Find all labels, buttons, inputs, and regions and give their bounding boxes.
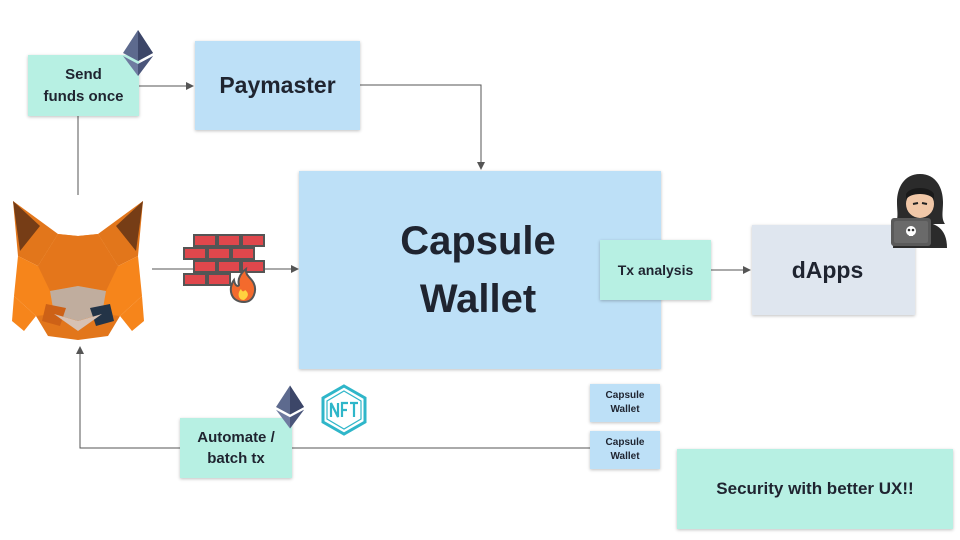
arrow-paymaster-to-capsule <box>360 84 485 170</box>
automate-box: Automate / batch tx <box>180 418 292 478</box>
dapps-label: dApps <box>791 256 864 283</box>
ethereum-icon <box>123 30 153 76</box>
capsule-wallet-label: Capsule Wallet <box>400 219 556 321</box>
capsule-small-label-2: Capsule Wallet <box>605 437 645 462</box>
capsule-small-box-2: Capsule Wallet <box>590 431 660 469</box>
metamask-fox-icon <box>12 201 144 340</box>
tx-analysis-box: Tx analysis <box>600 240 711 300</box>
nft-icon <box>321 384 367 436</box>
tx-analysis-label: Tx analysis <box>617 262 694 278</box>
paymaster-label: Paymaster <box>219 72 336 98</box>
send-funds-box: Send funds once <box>28 55 139 116</box>
automate-label: Automate / batch tx <box>197 429 275 467</box>
paymaster-box: Paymaster <box>195 41 360 130</box>
dapps-box: dApps <box>752 225 915 315</box>
firewall-icon <box>183 234 265 304</box>
capsule-small-box-1: Capsule Wallet <box>590 384 660 422</box>
security-box: Security with better UX!! <box>677 449 953 529</box>
hacker-icon <box>891 174 947 248</box>
send-funds-label: Send funds once <box>43 65 124 105</box>
arrow-automate-to-fox <box>76 346 180 449</box>
security-label: Security with better UX!! <box>716 479 914 498</box>
capsule-wallet-box: Capsule Wallet <box>299 171 661 369</box>
capsule-small-label-1: Capsule Wallet <box>605 390 645 415</box>
ethereum-icon <box>276 385 304 429</box>
